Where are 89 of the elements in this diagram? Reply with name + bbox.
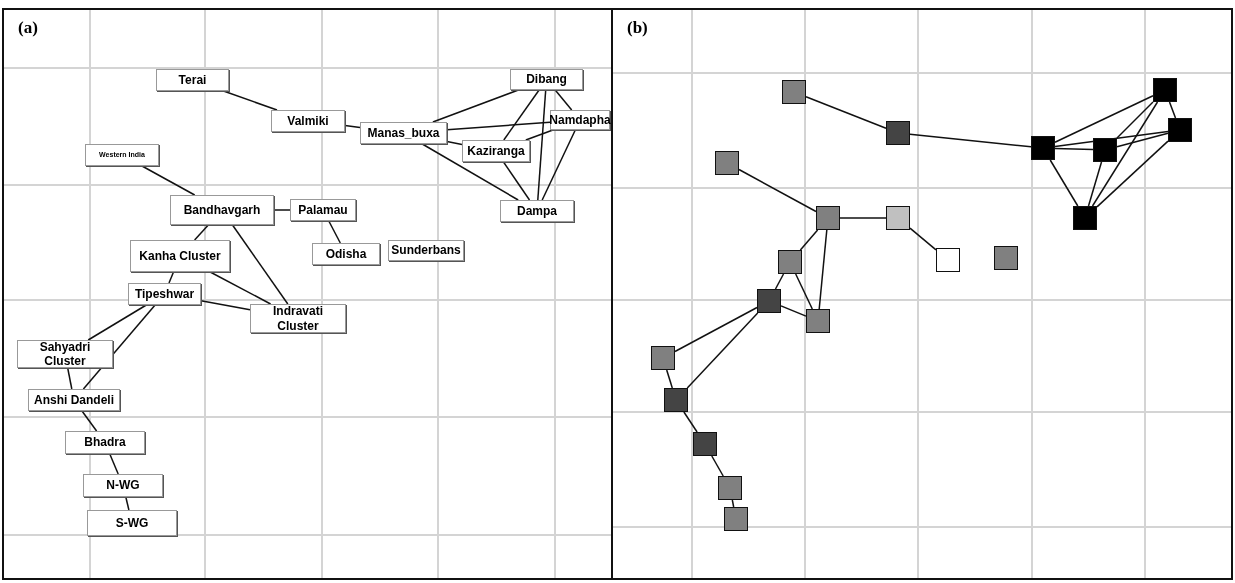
connector-line [125, 496, 130, 511]
connector-line [231, 224, 289, 305]
connector-line [200, 299, 251, 311]
square-marker [664, 388, 688, 412]
connector-line [421, 143, 519, 201]
connector-line [794, 273, 814, 310]
site-label-box: Dampa [500, 200, 574, 222]
site-label-box: Palamau [290, 199, 356, 221]
square-marker [757, 289, 781, 313]
connector-line [686, 312, 759, 389]
connector-line [665, 369, 674, 389]
connector-line [209, 271, 272, 305]
connector-line [109, 453, 119, 475]
site-label-box: Bandhavgarh [170, 195, 274, 225]
connector-line [909, 227, 937, 251]
connector-line [1054, 94, 1154, 144]
connector-line [731, 499, 735, 508]
connector-line [1116, 101, 1154, 139]
connector-line [1087, 161, 1103, 207]
connector-line [87, 304, 148, 341]
connector-line [503, 89, 540, 141]
square-marker [816, 206, 840, 230]
site-label-box: Sunderbans [388, 240, 464, 261]
square-marker [886, 206, 910, 230]
square-marker [782, 80, 806, 104]
square-marker [1168, 118, 1192, 142]
connector-line [273, 209, 291, 211]
connector-line [1054, 147, 1094, 151]
square-marker [718, 476, 742, 500]
connector-line [344, 124, 361, 129]
connector-line [909, 133, 1032, 148]
connector-line [1091, 101, 1159, 207]
connector-line [780, 305, 807, 317]
connector-line [738, 168, 817, 213]
connector-line [328, 220, 342, 244]
connector-line [446, 140, 463, 146]
site-label-box: Dibang [510, 69, 583, 90]
connector-line [81, 410, 98, 432]
connector-line [1096, 140, 1169, 208]
connector-line [1168, 101, 1177, 119]
connector-line [774, 273, 785, 290]
square-marker [1153, 78, 1177, 102]
site-label-box: Anshi Dandeli [28, 389, 120, 411]
connector-line [537, 89, 547, 201]
connector-line [502, 161, 531, 201]
square-marker [806, 309, 830, 333]
connector-line [818, 229, 828, 310]
connector-line [222, 90, 278, 111]
connector-line [674, 306, 758, 353]
square-marker [715, 151, 739, 175]
connector-line [1049, 159, 1079, 207]
site-label-box: Tipeshwar [128, 283, 201, 305]
site-label-box: Kanha Cluster [130, 240, 230, 272]
connector-line [799, 229, 819, 251]
connector-line [839, 217, 887, 219]
site-label-box: N-WG [83, 474, 163, 497]
connector-line [805, 95, 887, 130]
site-label-box: S-WG [87, 510, 177, 536]
square-marker [1093, 138, 1117, 162]
square-marker [778, 250, 802, 274]
connector-line [711, 455, 724, 477]
connector-line [1116, 132, 1169, 148]
square-marker [1031, 136, 1055, 160]
site-label-box: Kaziranga [462, 140, 530, 162]
connector-line [446, 121, 551, 131]
site-label-box: Sahyadri Cluster [17, 340, 113, 368]
site-label-box: Bhadra [65, 431, 145, 454]
connector-line [554, 89, 573, 111]
connector-line [1054, 130, 1169, 148]
connector-line [193, 224, 210, 241]
square-marker [1073, 206, 1097, 230]
site-label-box: Terai [156, 69, 229, 91]
connector-line [525, 129, 554, 141]
panel-label: (b) [627, 18, 648, 38]
square-marker [724, 507, 748, 531]
site-label-box: Manas_buxa [360, 122, 447, 144]
site-label-box: Odisha [312, 243, 380, 265]
site-label-box: Indravati Cluster [250, 304, 346, 333]
square-marker [651, 346, 675, 370]
panel-label: (a) [18, 18, 38, 38]
square-marker [693, 432, 717, 456]
connector-line [683, 411, 698, 433]
square-marker [994, 246, 1018, 270]
connector-line [66, 367, 73, 390]
square-marker [886, 121, 910, 145]
connector-line [541, 129, 577, 201]
site-label-box: Valmiki [271, 110, 345, 132]
square-marker [936, 248, 960, 272]
connector-line [141, 165, 196, 196]
